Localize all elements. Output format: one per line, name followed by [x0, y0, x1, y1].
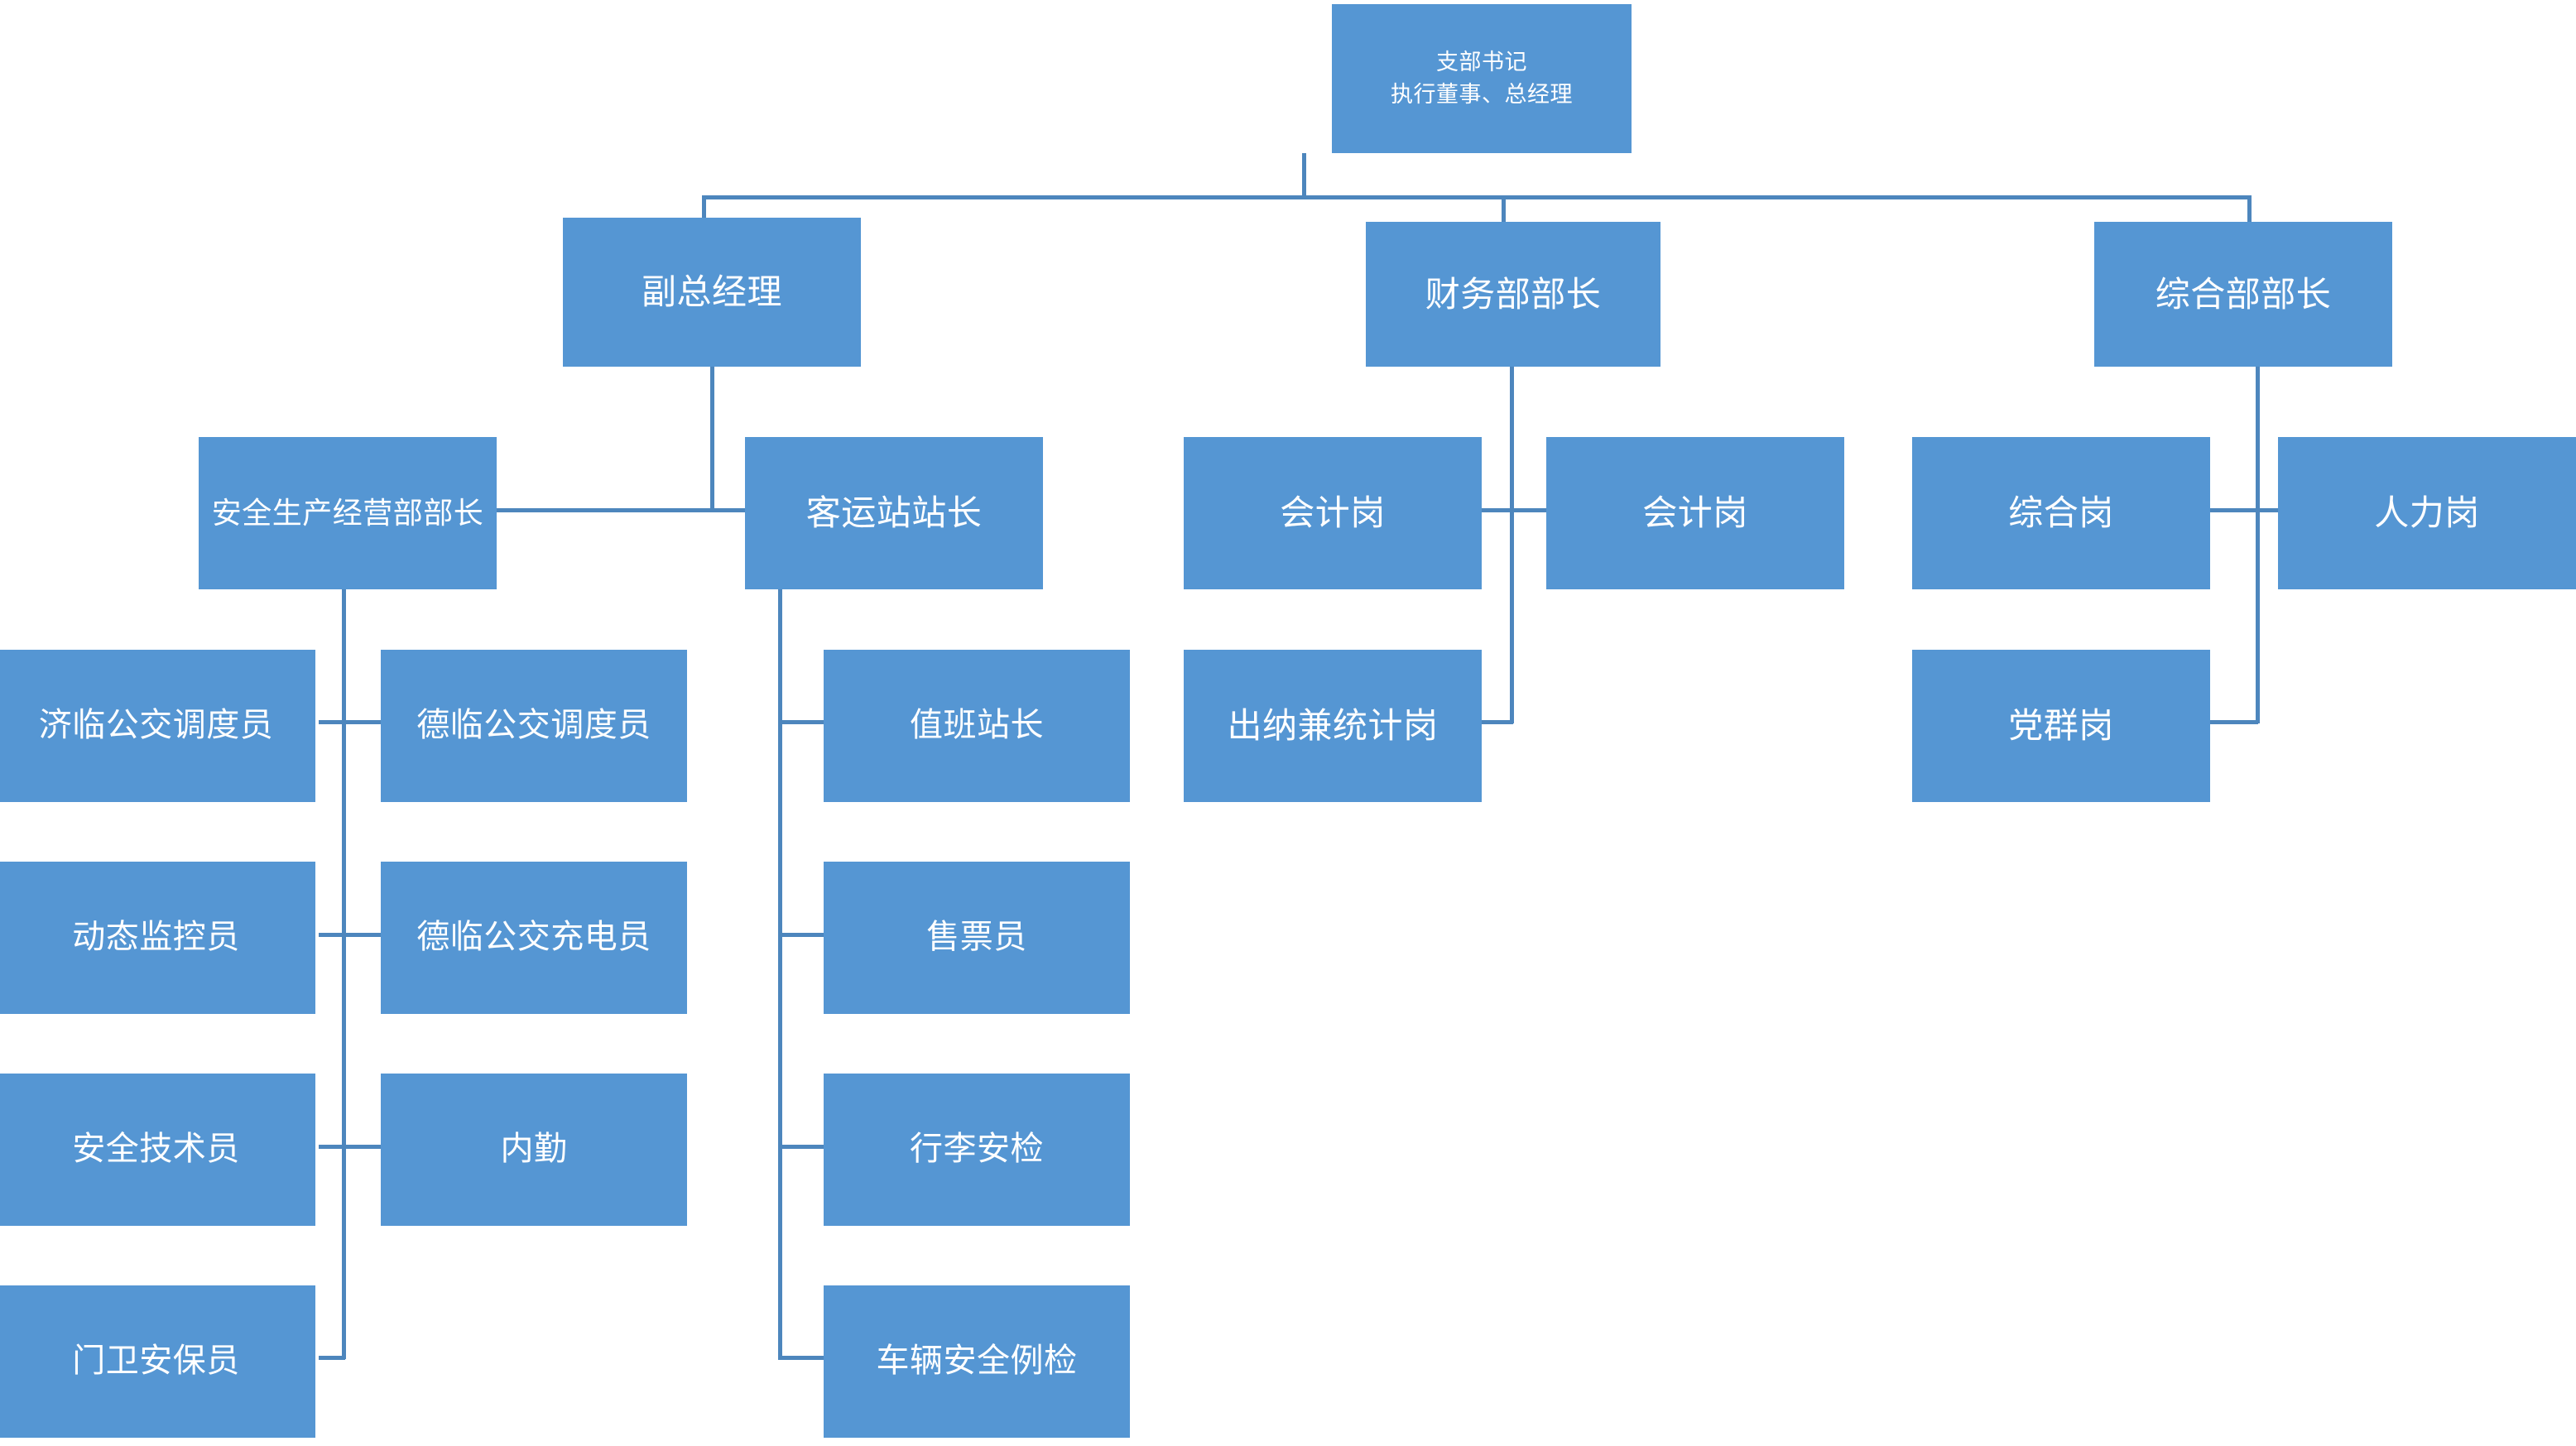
node-general-head[interactable]: 综合部部长 — [2094, 222, 2392, 367]
node-party-post-label: 党群岗 — [2008, 706, 2114, 746]
connector-station-row-3 — [778, 1145, 826, 1149]
node-safety-dept-head-label: 安全生产经营部部长 — [211, 495, 484, 530]
connector-safety-spine — [342, 589, 346, 1359]
node-hr-post-label: 人力岗 — [2374, 493, 2480, 533]
node-safety-dept-head[interactable]: 安全生产经营部部长 — [199, 437, 497, 589]
node-delin-dispatcher-label: 德临公交调度员 — [416, 707, 651, 744]
connector-safety-row-3 — [319, 1145, 390, 1149]
connector-party-bar — [2208, 720, 2258, 724]
connector-cashier-bar — [1473, 720, 1513, 724]
node-office-clerk[interactable]: 内勤 — [381, 1074, 687, 1226]
connector-general-stem — [2256, 367, 2260, 508]
node-duty-station-master-label: 值班站长 — [910, 707, 1044, 744]
connector-safety-row-1 — [319, 720, 390, 724]
connector-general-hr-bar — [2208, 508, 2300, 512]
node-baggage-inspection-label: 行李安检 — [910, 1131, 1044, 1168]
node-safety-technician-label: 安全技术员 — [72, 1131, 240, 1168]
node-dynamic-monitor-label: 动态监控员 — [72, 919, 240, 956]
node-deputy-gm[interactable]: 副总经理 — [563, 218, 861, 367]
connector-station-row-4 — [778, 1356, 826, 1360]
node-vehicle-safety-check-label: 车辆安全例检 — [876, 1343, 1078, 1380]
node-safety-technician[interactable]: 安全技术员 — [0, 1074, 315, 1226]
node-finance-head-label: 财务部部长 — [1425, 274, 1602, 314]
node-ticket-seller[interactable]: 售票员 — [824, 862, 1130, 1014]
node-office-clerk-label: 内勤 — [500, 1131, 568, 1168]
node-accountant-1[interactable]: 会计岗 — [1184, 437, 1482, 589]
connector-finance-stem — [1510, 367, 1514, 508]
node-hr-post[interactable]: 人力岗 — [2278, 437, 2576, 589]
node-delin-dispatcher[interactable]: 德临公交调度员 — [381, 650, 687, 802]
node-accountant-2-label: 会计岗 — [1642, 493, 1748, 533]
node-deputy-gm-label: 副总经理 — [641, 272, 782, 312]
node-cashier-statistics[interactable]: 出纳兼统计岗 — [1184, 650, 1482, 802]
connector-general-stem-lower — [2256, 508, 2260, 723]
node-baggage-inspection[interactable]: 行李安检 — [824, 1074, 1130, 1226]
connector-accountants-bar — [1482, 508, 1564, 512]
connector-deputy-gm-bar — [495, 508, 747, 512]
node-delin-charger[interactable]: 德临公交充电员 — [381, 862, 687, 1014]
node-party-post[interactable]: 党群岗 — [1912, 650, 2210, 802]
node-cashier-statistics-label: 出纳兼统计岗 — [1227, 706, 1439, 746]
node-root-line2: 执行董事、总经理 — [1391, 82, 1573, 107]
node-dynamic-monitor[interactable]: 动态监控员 — [0, 862, 315, 1014]
connector-station-spine — [778, 589, 782, 1359]
node-general-head-label: 综合部部长 — [2155, 274, 2332, 314]
node-vehicle-safety-check[interactable]: 车辆安全例检 — [824, 1285, 1130, 1438]
node-station-master[interactable]: 客运站站长 — [745, 437, 1043, 589]
connector-root-stem — [1302, 153, 1306, 199]
node-jilin-dispatcher[interactable]: 济临公交调度员 — [0, 650, 315, 802]
node-root-line1: 支部书记 — [1436, 49, 1527, 74]
node-root-label: 支部书记 执行董事、总经理 — [1338, 46, 1625, 111]
node-root[interactable]: 支部书记 执行董事、总经理 — [1332, 4, 1632, 153]
connector-finance-stem-lower — [1510, 508, 1514, 723]
node-gate-security-label: 门卫安保员 — [72, 1343, 240, 1380]
node-jilin-dispatcher-label: 济临公交调度员 — [38, 707, 274, 744]
node-station-master-label: 客运站站长 — [805, 493, 983, 533]
connector-safety-row-2 — [319, 933, 390, 937]
node-gate-security[interactable]: 门卫安保员 — [0, 1285, 315, 1438]
node-general-post[interactable]: 综合岗 — [1912, 437, 2210, 589]
connector-level2-bus — [702, 195, 2252, 199]
node-duty-station-master[interactable]: 值班站长 — [824, 650, 1130, 802]
node-accountant-1-label: 会计岗 — [1280, 493, 1386, 533]
node-delin-charger-label: 德临公交充电员 — [416, 919, 651, 956]
node-accountant-2[interactable]: 会计岗 — [1546, 437, 1844, 589]
node-general-post-label: 综合岗 — [2008, 493, 2114, 533]
connector-station-row-2 — [778, 933, 826, 937]
node-finance-head[interactable]: 财务部部长 — [1366, 222, 1660, 367]
connector-deputy-gm-stem — [710, 367, 714, 512]
node-ticket-seller-label: 售票员 — [926, 919, 1027, 956]
connector-safety-row-4 — [319, 1356, 345, 1360]
connector-station-row-1 — [778, 720, 826, 724]
